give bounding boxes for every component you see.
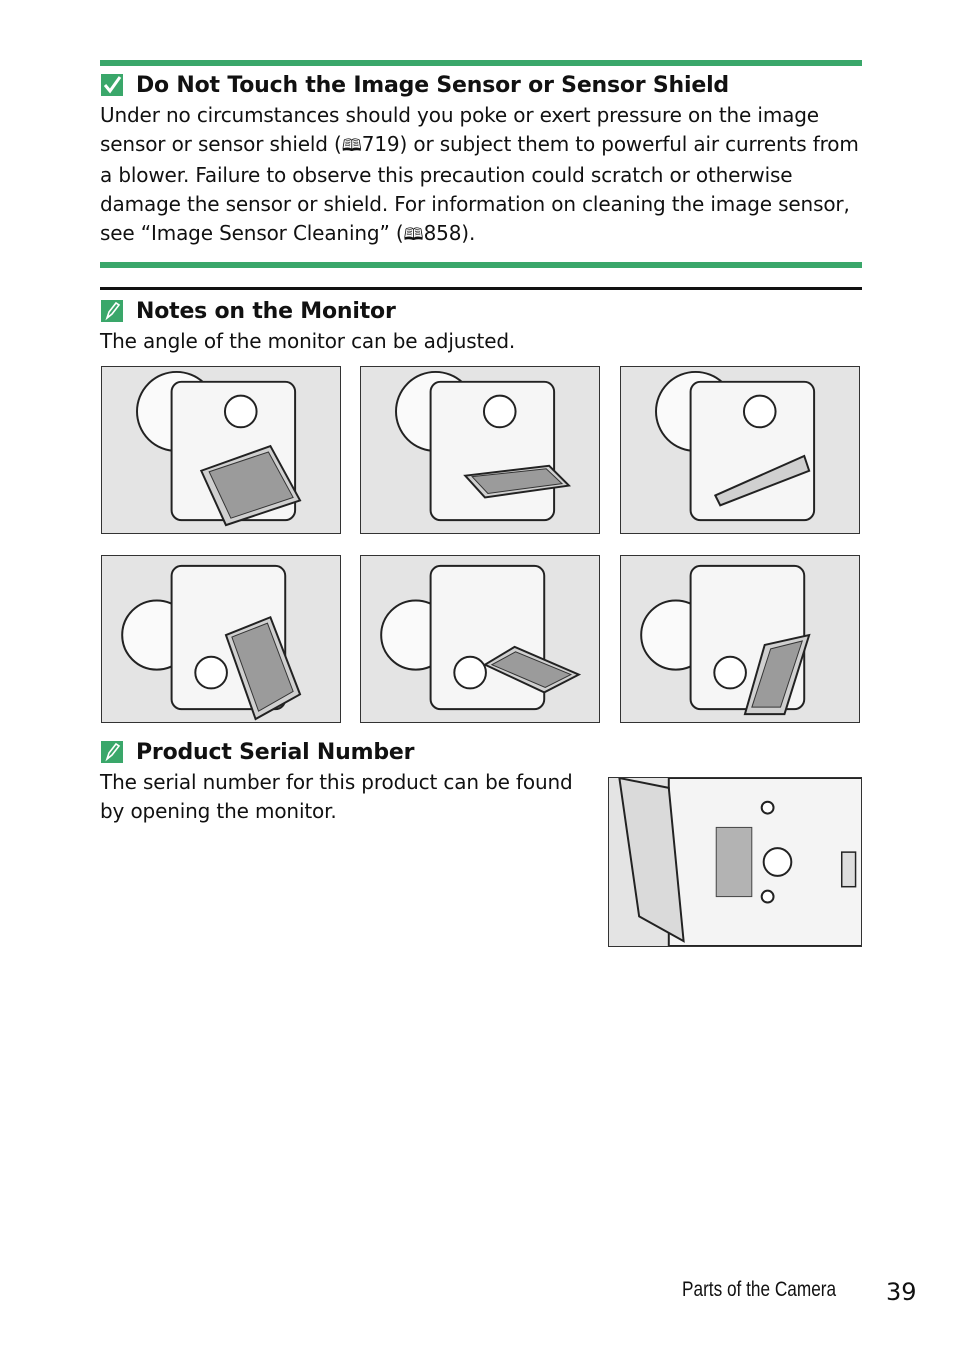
manual-page-reference-icon: 🕮 <box>341 136 362 156</box>
monitor-tilt-photo <box>101 366 341 534</box>
serial-title: Product Serial Number <box>136 739 415 765</box>
serial-number-photo <box>608 777 862 947</box>
check-caution-icon <box>100 73 124 97</box>
monitor-title: Notes on the Monitor <box>136 298 396 324</box>
caution-body: Under no circumstances should you poke o… <box>100 103 859 245</box>
section-bottom-rule <box>100 262 862 268</box>
serial-body: The serial number for this product can b… <box>100 770 573 823</box>
monitor-tilt-photo <box>620 555 860 723</box>
footer-section-label: Parts of the Camera <box>682 1278 837 1301</box>
caution-heading: Do Not Touch the Image Sensor or Sensor … <box>100 70 729 100</box>
page-number: 39 <box>886 1278 917 1306</box>
monitor-tilt-photo <box>101 555 341 723</box>
manual-page-reference-icon: 🕮 <box>403 225 424 245</box>
monitor-body: The angle of the monitor can be adjusted… <box>100 329 516 353</box>
serial-heading: Product Serial Number <box>100 737 414 767</box>
page-ref-link[interactable]: 858 <box>423 221 462 245</box>
monitor-tilt-photo <box>360 555 600 723</box>
pencil-note-icon <box>100 740 124 764</box>
pencil-note-icon <box>100 299 124 323</box>
section-top-rule <box>100 60 862 66</box>
page-ref-link[interactable]: 719 <box>361 132 400 156</box>
monitor-heading: Notes on the Monitor <box>100 296 396 326</box>
caution-title: Do Not Touch the Image Sensor or Sensor … <box>136 72 729 98</box>
note-top-rule <box>100 287 862 290</box>
monitor-tilt-photo <box>360 366 600 534</box>
monitor-tilt-photo <box>620 366 860 534</box>
